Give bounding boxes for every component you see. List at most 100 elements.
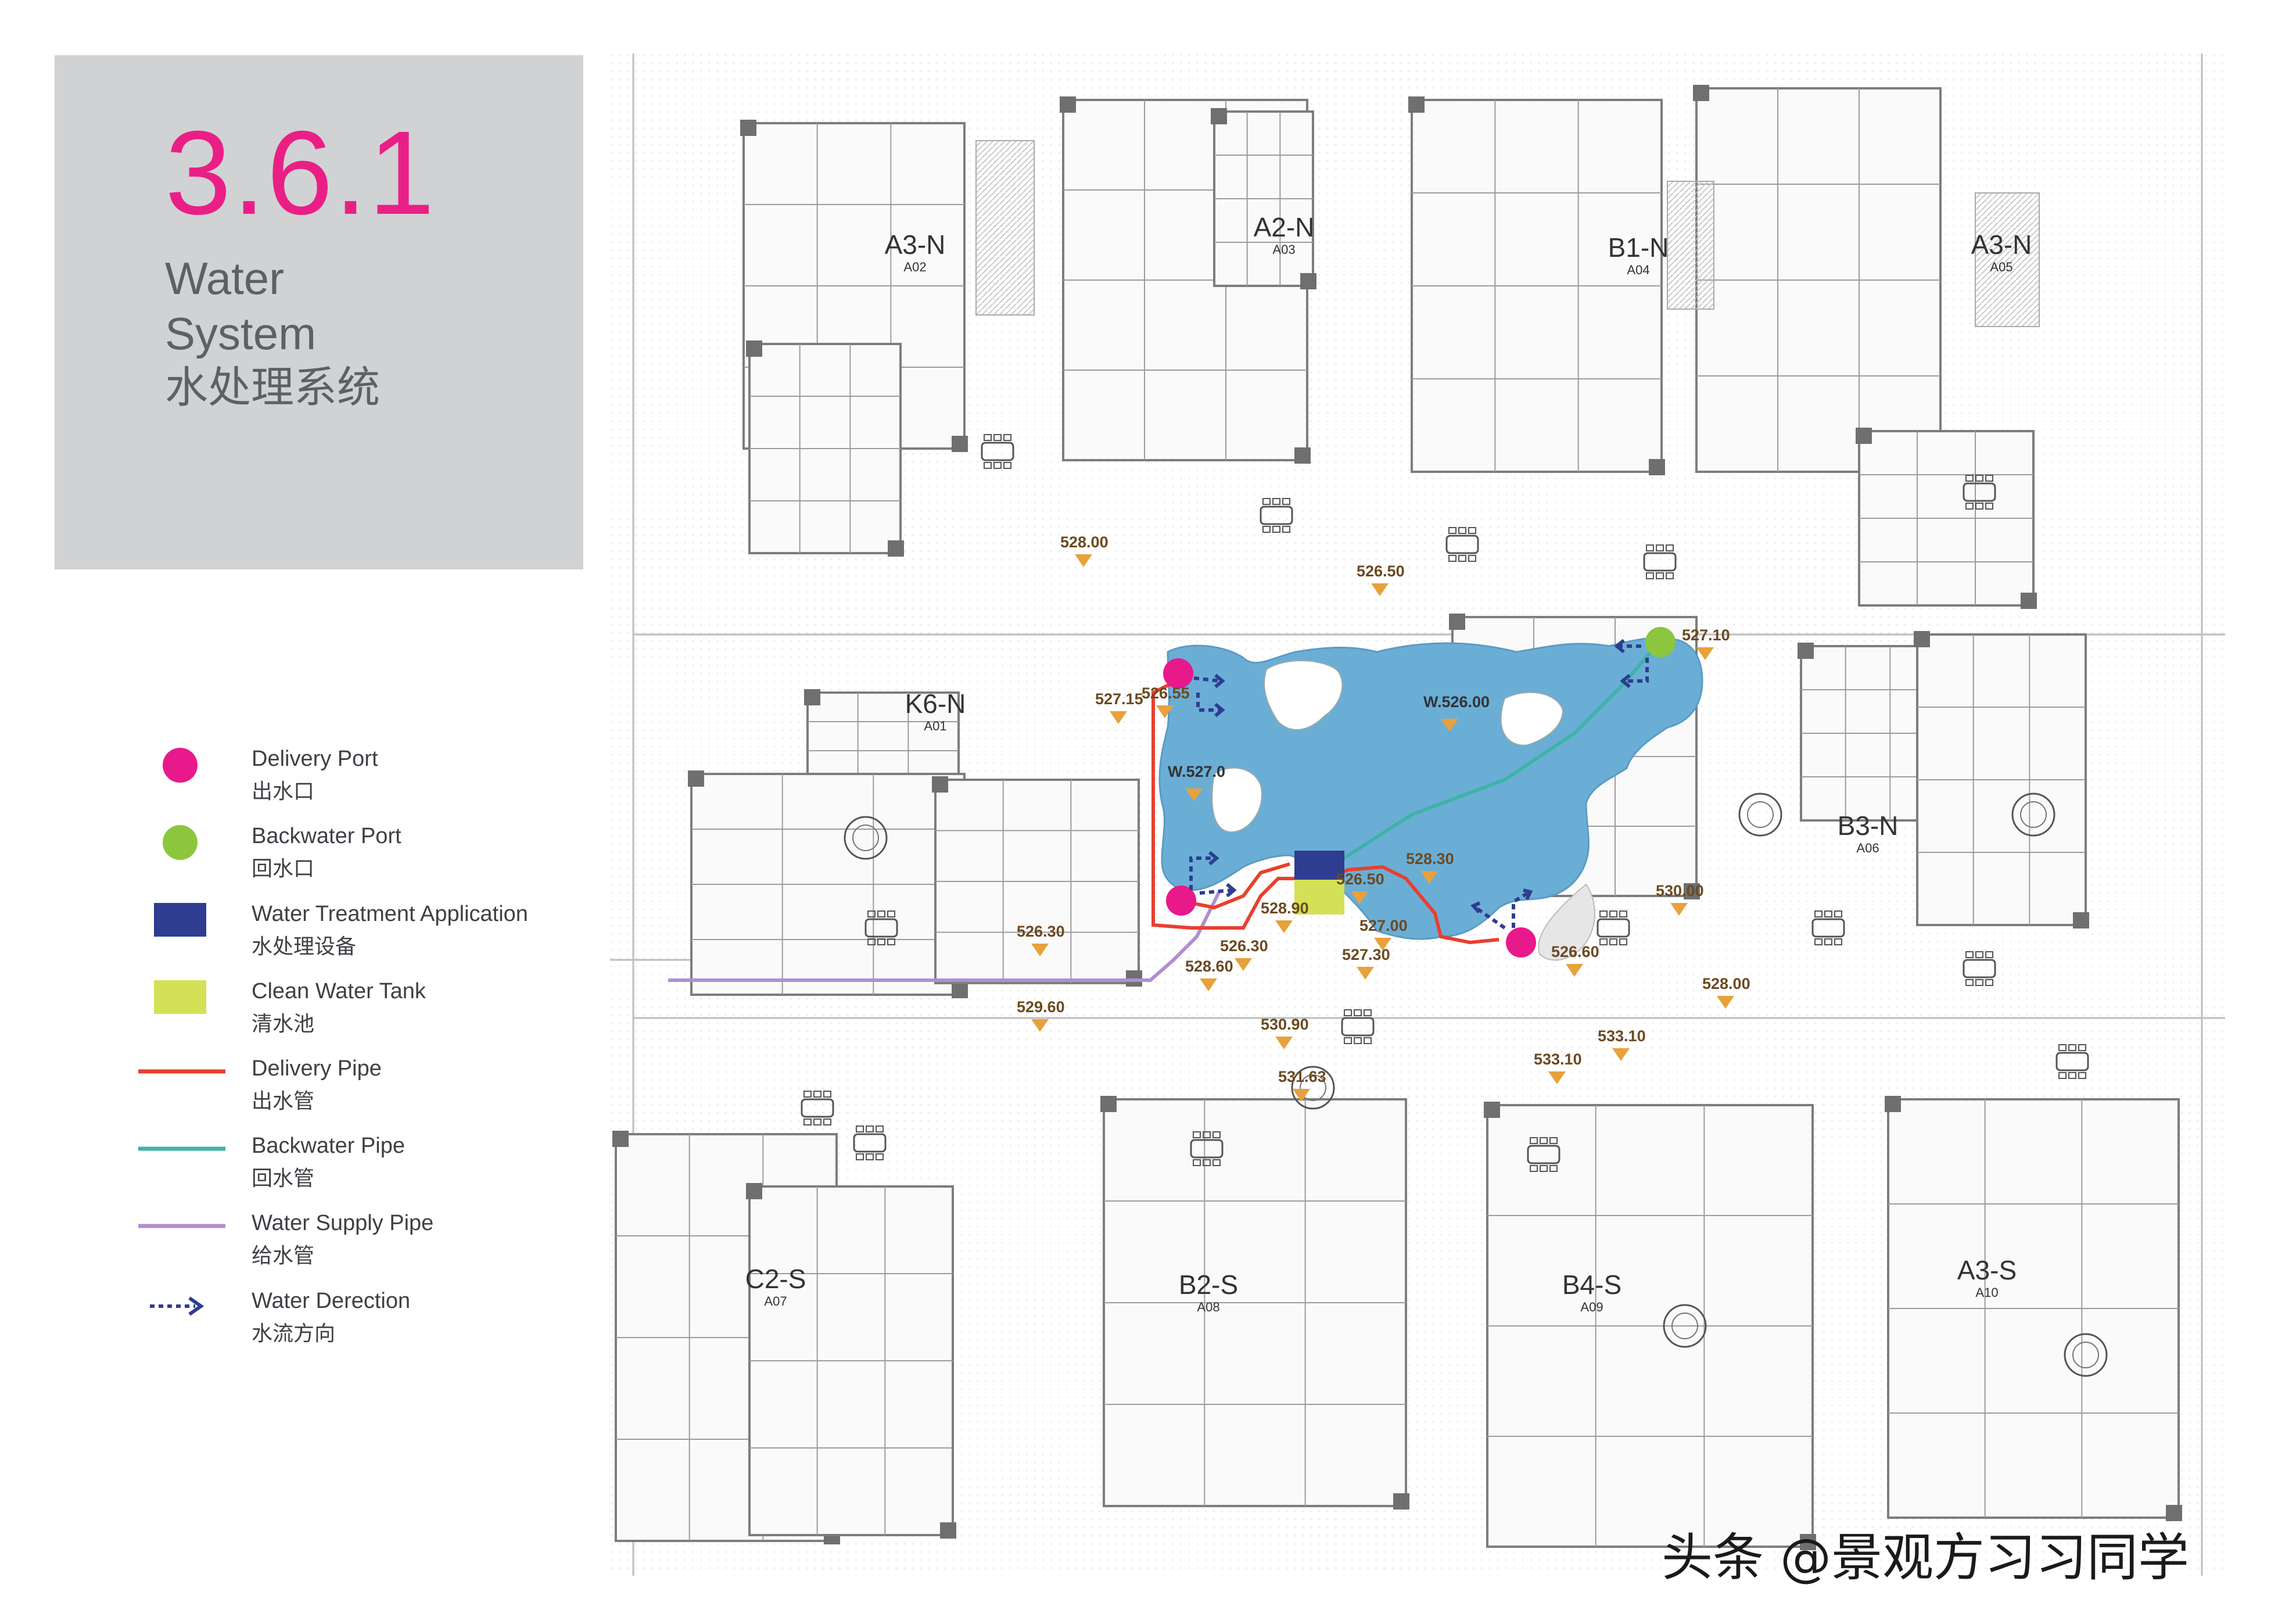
column: [1100, 1096, 1117, 1112]
column: [1684, 883, 1700, 899]
column: [1300, 273, 1316, 289]
chair-symbol: [1609, 910, 1617, 917]
building-label: A3-N: [885, 230, 946, 260]
flow-arrows: [1189, 644, 1649, 930]
table-symbol: [981, 442, 1014, 461]
chair-symbol: [1814, 910, 1823, 917]
column: [1393, 1493, 1409, 1510]
column: [1449, 614, 1465, 630]
clean-water-tank: [1294, 880, 1344, 915]
level-marker: [1717, 996, 1734, 1009]
chair-symbol: [1965, 503, 1974, 510]
chair-symbol: [813, 1091, 821, 1098]
round-table-symbol: [1671, 1313, 1698, 1339]
elevation-label: 526.55: [1142, 684, 1190, 702]
table-symbol: [1643, 552, 1677, 572]
building-label: A3-S: [1957, 1255, 2017, 1285]
chair-symbol: [1599, 938, 1608, 945]
level-marker: [1420, 871, 1438, 884]
round-table-symbol: [852, 824, 879, 851]
chair-symbol: [1468, 527, 1476, 534]
teal-line-icon: [138, 1146, 225, 1151]
column: [1856, 428, 1872, 444]
legend-label-en: Backwater Pipe: [252, 1134, 406, 1158]
building-label: A3-N: [1971, 230, 2032, 260]
legend-backwater-pipe: Backwater Pipe 回水管: [138, 1134, 580, 1198]
elevation-label: 530.90: [1261, 1016, 1309, 1033]
title-en-line2: System: [165, 308, 317, 359]
chair-symbol: [2068, 1044, 2076, 1051]
building-label: B3-N: [1838, 811, 1899, 841]
chair-symbol: [2058, 1072, 2067, 1079]
column: [740, 120, 756, 136]
chair-symbol: [1354, 1009, 1362, 1016]
chair-symbol: [876, 1125, 884, 1132]
chair-symbol: [813, 1118, 821, 1125]
hatched-court: [1667, 181, 1714, 310]
building-label: B4-S: [1562, 1270, 1621, 1300]
chair-symbol: [1599, 910, 1608, 917]
legend-label-cn: 回水管: [252, 1167, 315, 1191]
chair-symbol: [1985, 951, 1993, 958]
chair-symbol: [803, 1091, 812, 1098]
pond-level: W.527.0: [1168, 763, 1225, 780]
legend-label-cn: 水流方向: [252, 1322, 336, 1346]
navy-square-icon: [154, 903, 206, 937]
rock-edge: [1538, 883, 1595, 961]
column: [940, 1522, 956, 1539]
chair-symbol: [2058, 1044, 2067, 1051]
chair-symbol: [993, 434, 1002, 441]
legend-label-cn: 回水口: [252, 857, 315, 881]
elevation-label: 526.50: [1336, 870, 1384, 888]
level-marker: [1351, 891, 1368, 904]
chair-symbol: [2078, 1072, 2086, 1079]
chair-symbol: [1656, 572, 1664, 579]
chair-symbol: [877, 910, 885, 917]
chair-symbol: [823, 1118, 831, 1125]
table-symbol: [1811, 918, 1845, 938]
legend-backwater-port: Backwater Port 回水口: [138, 824, 580, 888]
furniture-symbols: [801, 434, 2108, 1377]
island: [1211, 767, 1262, 833]
legend-clean-water-tank: Clean Water Tank 清水池: [138, 979, 580, 1043]
level-marker: [1548, 1071, 1566, 1084]
elevation-label: 526.30: [1017, 923, 1065, 940]
building-code: A04: [1627, 263, 1649, 277]
chair-symbol: [887, 910, 895, 917]
chair-symbol: [1975, 979, 1983, 986]
level-marker: [1275, 1037, 1293, 1049]
chair-symbol: [1193, 1131, 1201, 1138]
legend-label-cn: 出水口: [252, 780, 315, 804]
chair-symbol: [1203, 1159, 1211, 1166]
delivery-pipe: [1312, 865, 1499, 945]
column: [2073, 912, 2089, 928]
chair-symbol: [1212, 1131, 1221, 1138]
column: [1484, 1102, 1500, 1118]
chair-symbol: [1540, 1137, 1548, 1144]
delivery-pipe: [1185, 862, 1290, 910]
elevation-label: 530.00: [1656, 882, 1704, 899]
table-symbol: [801, 1098, 834, 1118]
building-code: A09: [1580, 1300, 1603, 1314]
legend-label-cn: 清水池: [252, 1012, 315, 1036]
red-line-icon: [138, 1069, 225, 1074]
table-symbol: [1341, 1017, 1375, 1037]
level-marker: [1235, 958, 1252, 971]
chair-symbol: [1262, 526, 1271, 533]
chair-symbol: [1666, 544, 1674, 551]
elevation-label: 528.00: [1060, 533, 1108, 551]
chair-symbol: [1814, 938, 1823, 945]
chair-symbol: [984, 434, 992, 441]
chair-symbol: [1975, 951, 1983, 958]
chair-symbol: [1282, 498, 1290, 505]
chair-symbol: [1344, 1009, 1352, 1016]
chair-symbol: [866, 1153, 874, 1160]
legend-label-en: Delivery Pipe: [252, 1056, 382, 1081]
chair-symbol: [984, 462, 992, 469]
table-symbol: [1527, 1145, 1560, 1164]
elevation-label: 533.10: [1598, 1027, 1646, 1045]
level-marker: [1374, 938, 1391, 951]
elevation-label: 527.00: [1359, 917, 1408, 934]
chair-symbol: [856, 1153, 864, 1160]
elevation-label: 533.10: [1534, 1051, 1582, 1068]
